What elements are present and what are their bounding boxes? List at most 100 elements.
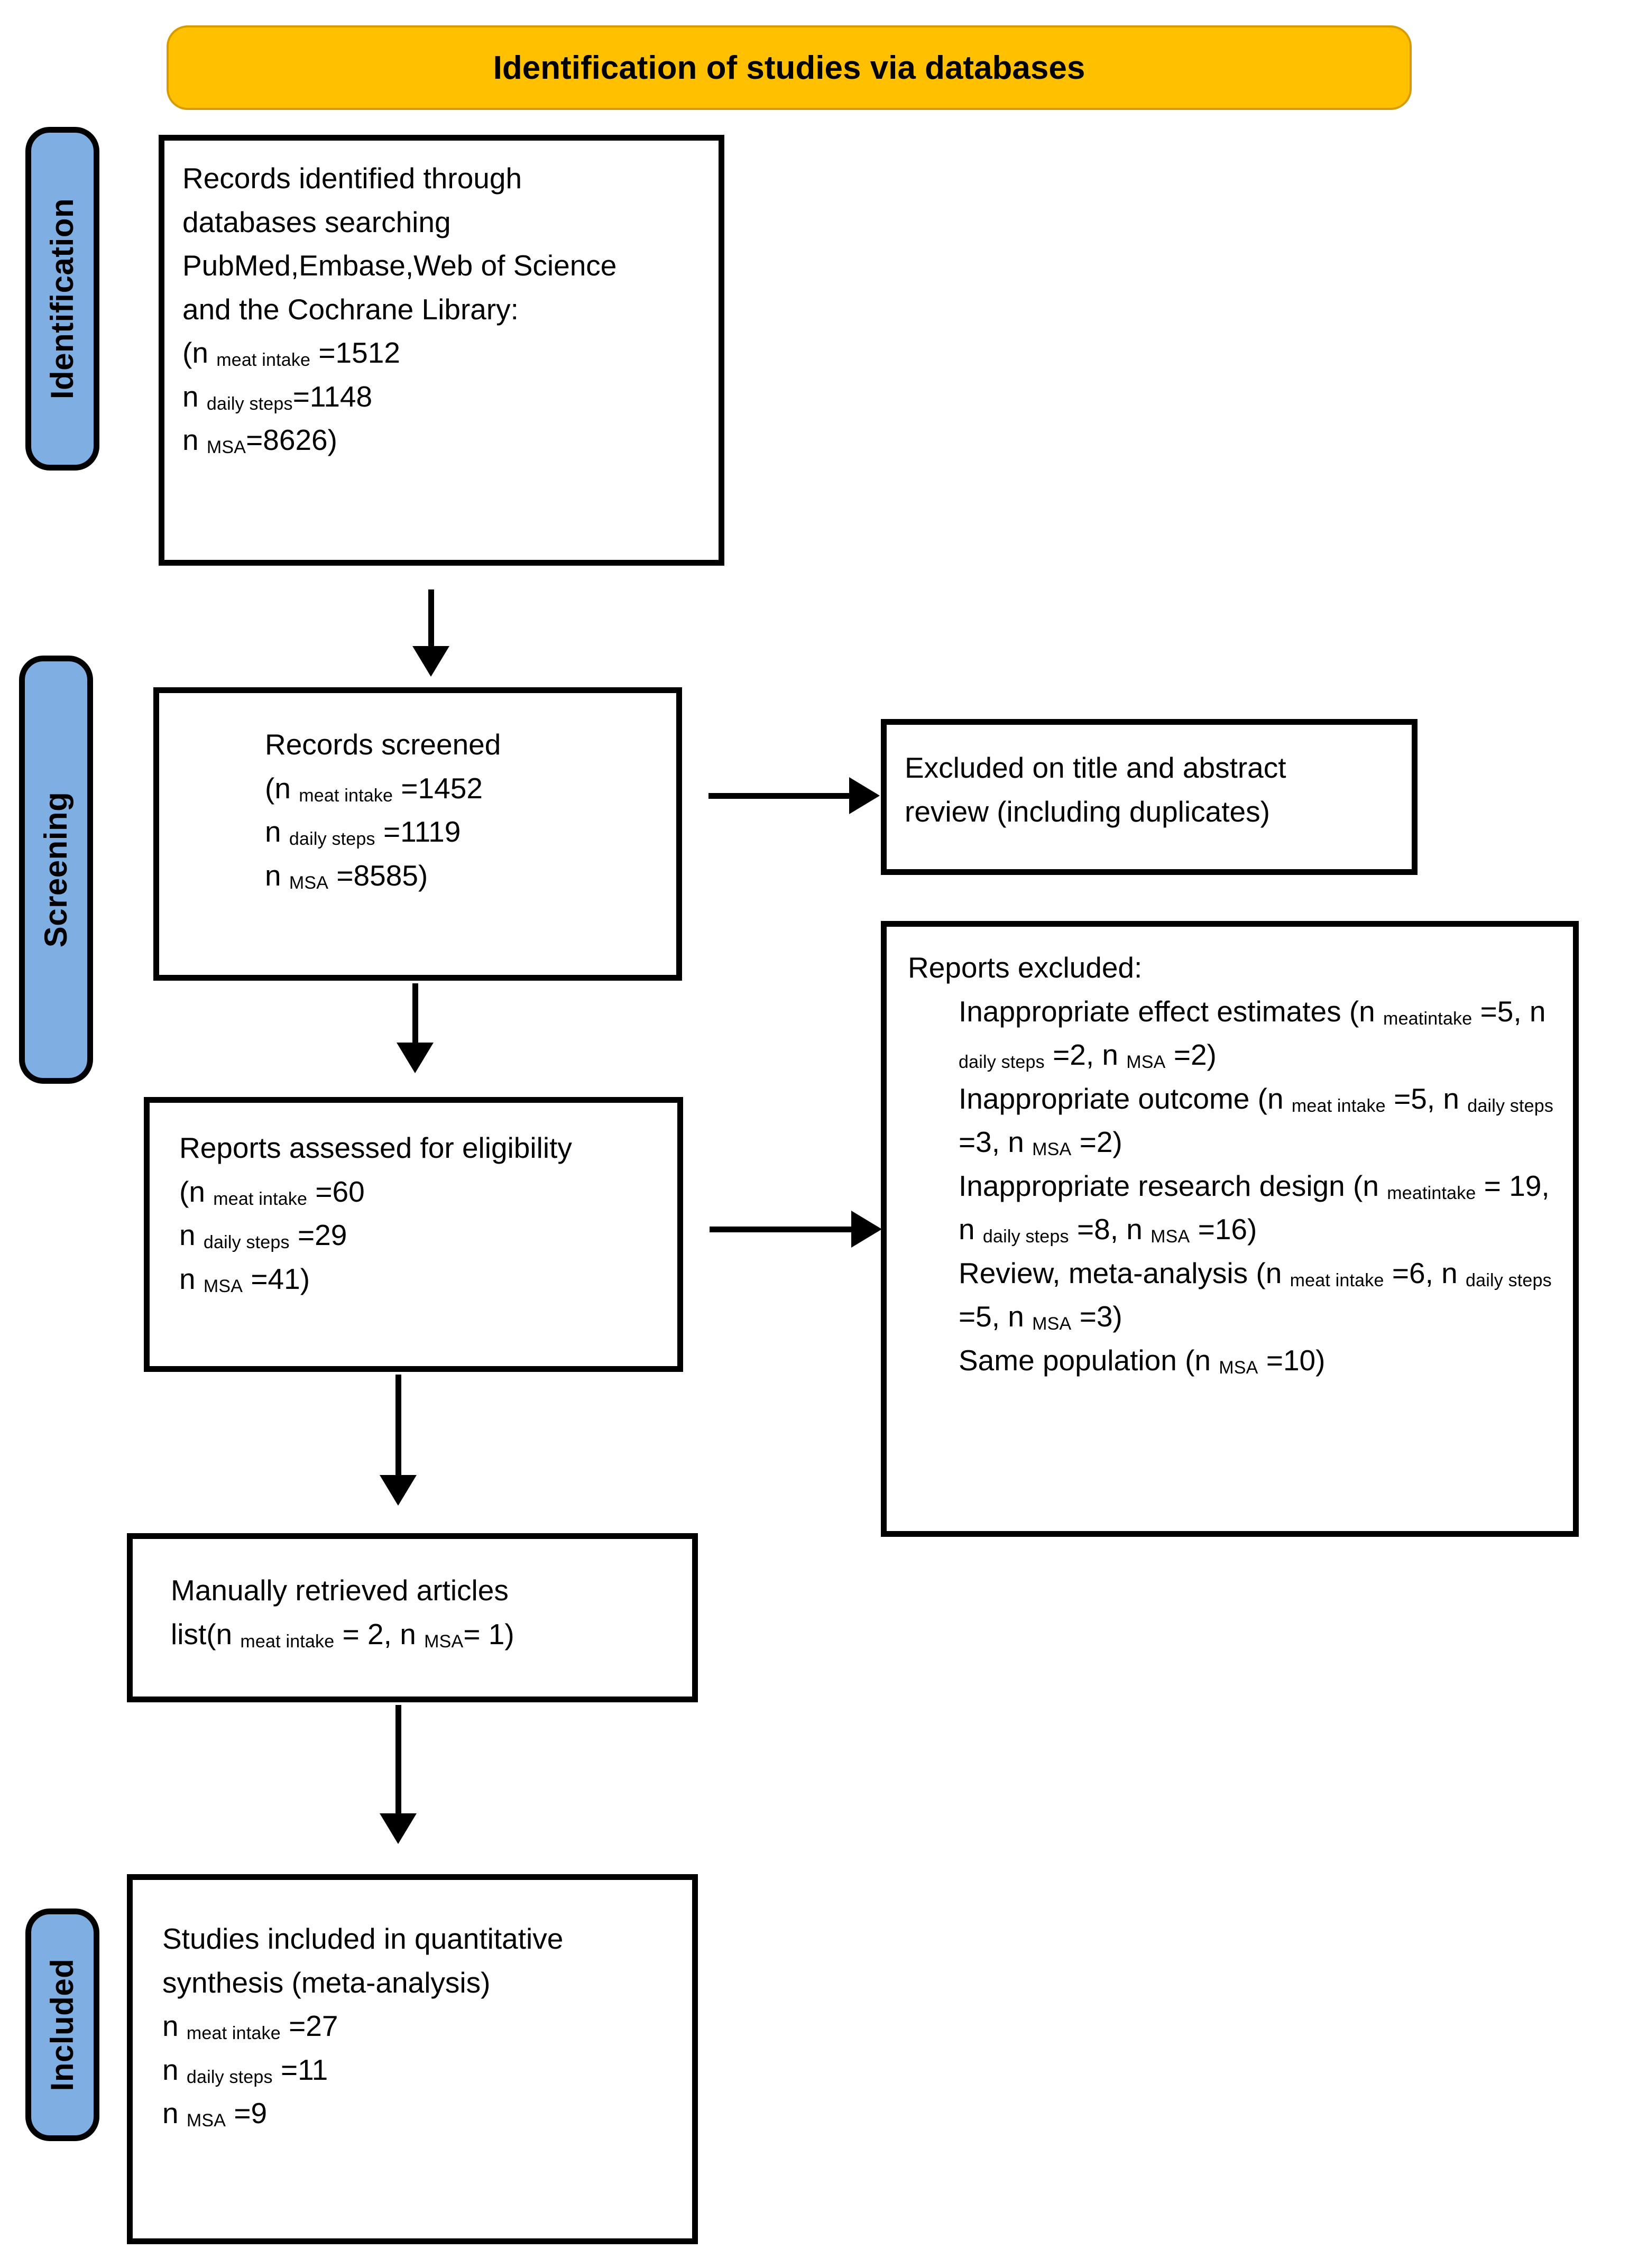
n-prefix: n — [162, 2097, 187, 2129]
value-daily-steps: =3, n — [959, 1126, 1033, 1158]
n-value: =1512 — [310, 336, 400, 369]
manually-retrieved-counts: list(n meat intake = 2, n MSA= 1) — [171, 1612, 674, 1656]
n-prefix: n — [182, 380, 207, 413]
box-excluded-title-abstract: Excluded on title and abstract review (i… — [881, 719, 1418, 875]
records-identified-meat-intake: (n meat intake =1512 — [182, 331, 701, 375]
n-prefix: n — [265, 859, 289, 892]
value-meat-intake: = 19, n — [959, 1169, 1550, 1246]
records-identified-daily-steps: n daily steps=1148 — [182, 375, 701, 419]
connector-assessed-to-manual — [395, 1375, 401, 1495]
excluded-title-abstract-line-1: Excluded on title and abstract — [905, 751, 1286, 784]
subscript-daily-steps: daily steps — [206, 393, 293, 414]
n-prefix: n — [265, 815, 289, 848]
connector-assessed-to-reports-excluded — [710, 1227, 859, 1232]
box-manually-retrieved: Manually retrieved articles list(n meat … — [127, 1533, 698, 1702]
value-meat-intake: =6, n — [1384, 1256, 1466, 1289]
arrowhead-assessed-to-manual — [380, 1475, 417, 1506]
connector-manual-to-included — [395, 1705, 401, 1832]
subscript-meat-intake: meat intake — [1290, 1270, 1384, 1290]
records-screened-msa: n MSA =8585) — [265, 854, 658, 898]
title-banner: Identification of studies via databases — [167, 25, 1412, 110]
reason-text: Inappropriate effect estimates (n — [959, 994, 1384, 1028]
subscript-daily-steps: daily steps — [1467, 1095, 1554, 1116]
subscript-msa: MSA — [206, 437, 246, 457]
subscript-msa: MSA — [186, 2110, 226, 2131]
subscript-daily-steps: daily steps — [186, 2067, 273, 2087]
subscript-msa: MSA — [203, 1276, 243, 1296]
subscript-daily-steps: daily steps — [203, 1232, 290, 1252]
phase-bar-screening: Screening — [19, 656, 93, 1084]
phase-label-identification: Identification — [44, 198, 80, 400]
value-msa: =2) — [1165, 1038, 1217, 1071]
studies-included-line-2: synthesis (meta-analysis) — [162, 1966, 491, 1999]
subscript-msa: MSA — [1151, 1227, 1190, 1247]
subscript-intake: intake — [1427, 1183, 1476, 1203]
reports-assessed-daily-steps: n daily steps =29 — [179, 1213, 659, 1257]
reports-excluded-reason-effect-estimates: Inappropriate effect estimates (n meatin… — [908, 990, 1557, 1077]
subscript-intake: intake — [1423, 1008, 1472, 1029]
n-value: =1119 — [375, 815, 461, 848]
value-daily-steps: =8, n — [1069, 1213, 1151, 1246]
subscript-meat-intake: meat intake — [186, 2023, 281, 2043]
studies-included-msa: n MSA =9 — [162, 2091, 674, 2135]
studies-included-daily-steps: n daily steps =11 — [162, 2048, 674, 2092]
value-msa: =16) — [1190, 1213, 1257, 1246]
box-records-screened: Records screened (n meat intake =1452 n … — [153, 687, 682, 981]
n-prefix: (n — [179, 1175, 214, 1208]
box-reports-assessed: Reports assessed for eligibility (n meat… — [144, 1097, 683, 1372]
reason-text: Inappropriate outcome (n — [959, 1082, 1292, 1115]
value-msa: =2) — [1071, 1126, 1122, 1158]
n-value: =8626) — [246, 423, 337, 456]
subscript-daily-steps: daily steps — [1466, 1270, 1552, 1290]
subscript-meat-intake: meat intake — [1291, 1095, 1386, 1116]
subscript-daily-steps: daily steps — [982, 1227, 1069, 1247]
arrowhead-screened-to-excluded — [849, 777, 880, 814]
arrowhead-assessed-to-reports-excluded — [851, 1211, 882, 1248]
records-identified-msa: n MSA=8626) — [182, 418, 701, 462]
reports-assessed-msa: n MSA =41) — [179, 1257, 659, 1301]
box-studies-included: Studies included in quantitative synthes… — [127, 1874, 698, 2244]
box-records-identified: Records identified through databases sea… — [159, 135, 724, 566]
manually-retrieved-title: Manually retrieved articles — [171, 1574, 509, 1607]
phase-bar-included: Included — [25, 1909, 99, 2141]
value-meat-intake: = 2, n — [334, 1617, 425, 1651]
connector-screened-to-excluded — [708, 793, 857, 799]
subscript-daily-steps: daily steps — [289, 829, 375, 849]
n-prefix: n — [179, 1262, 204, 1295]
n-prefix: n — [162, 2053, 187, 2086]
n-prefix: (n — [265, 771, 299, 805]
n-value: =29 — [289, 1219, 347, 1251]
arrowhead-identified-to-screened — [412, 646, 449, 677]
n-value: =60 — [307, 1175, 365, 1208]
n-prefix: n — [179, 1219, 204, 1251]
subscript-meat-intake: meat intake — [299, 785, 393, 806]
subscript-msa: MSA — [1032, 1314, 1072, 1334]
excluded-title-abstract-line-2: review (including duplicates) — [905, 795, 1270, 828]
subscript-meat: meat — [1387, 1183, 1428, 1203]
subscript-msa: MSA — [1032, 1139, 1072, 1159]
value-daily-steps: =5, n — [959, 1300, 1033, 1333]
value-msa: = 1) — [463, 1617, 514, 1651]
reports-assessed-title: Reports assessed for eligibility — [179, 1131, 572, 1164]
records-screened-title: Records screened — [265, 728, 501, 761]
reason-text: Same population (n — [959, 1343, 1219, 1377]
reports-excluded-reason-research-design: Inappropriate research design (n meatint… — [908, 1164, 1557, 1251]
reason-text: Review, meta-analysis (n — [959, 1256, 1290, 1289]
n-value: =11 — [272, 2053, 328, 2086]
phase-label-included: Included — [44, 1958, 80, 2091]
subscript-meat-intake: meat intake — [240, 1631, 335, 1652]
records-screened-daily-steps: n daily steps =1119 — [265, 810, 658, 854]
reports-excluded-reason-review-meta-analysis: Review, meta-analysis (n meat intake =6,… — [908, 1251, 1557, 1339]
n-value: =8585) — [328, 859, 428, 892]
reports-assessed-meat-intake: (n meat intake =60 — [179, 1170, 659, 1214]
n-value: =41) — [243, 1262, 310, 1295]
reports-excluded-heading: Reports excluded: — [908, 951, 1143, 984]
n-value: =1452 — [393, 771, 483, 805]
connector-screened-to-assessed — [412, 983, 418, 1063]
value-msa: =3) — [1071, 1300, 1122, 1333]
n-value: =27 — [280, 2009, 338, 2042]
reports-excluded-reason-same-population: Same population (n MSA =10) — [908, 1339, 1557, 1382]
value-msa: =10) — [1258, 1343, 1326, 1377]
value-meat-intake: =5, n — [1385, 1082, 1468, 1115]
